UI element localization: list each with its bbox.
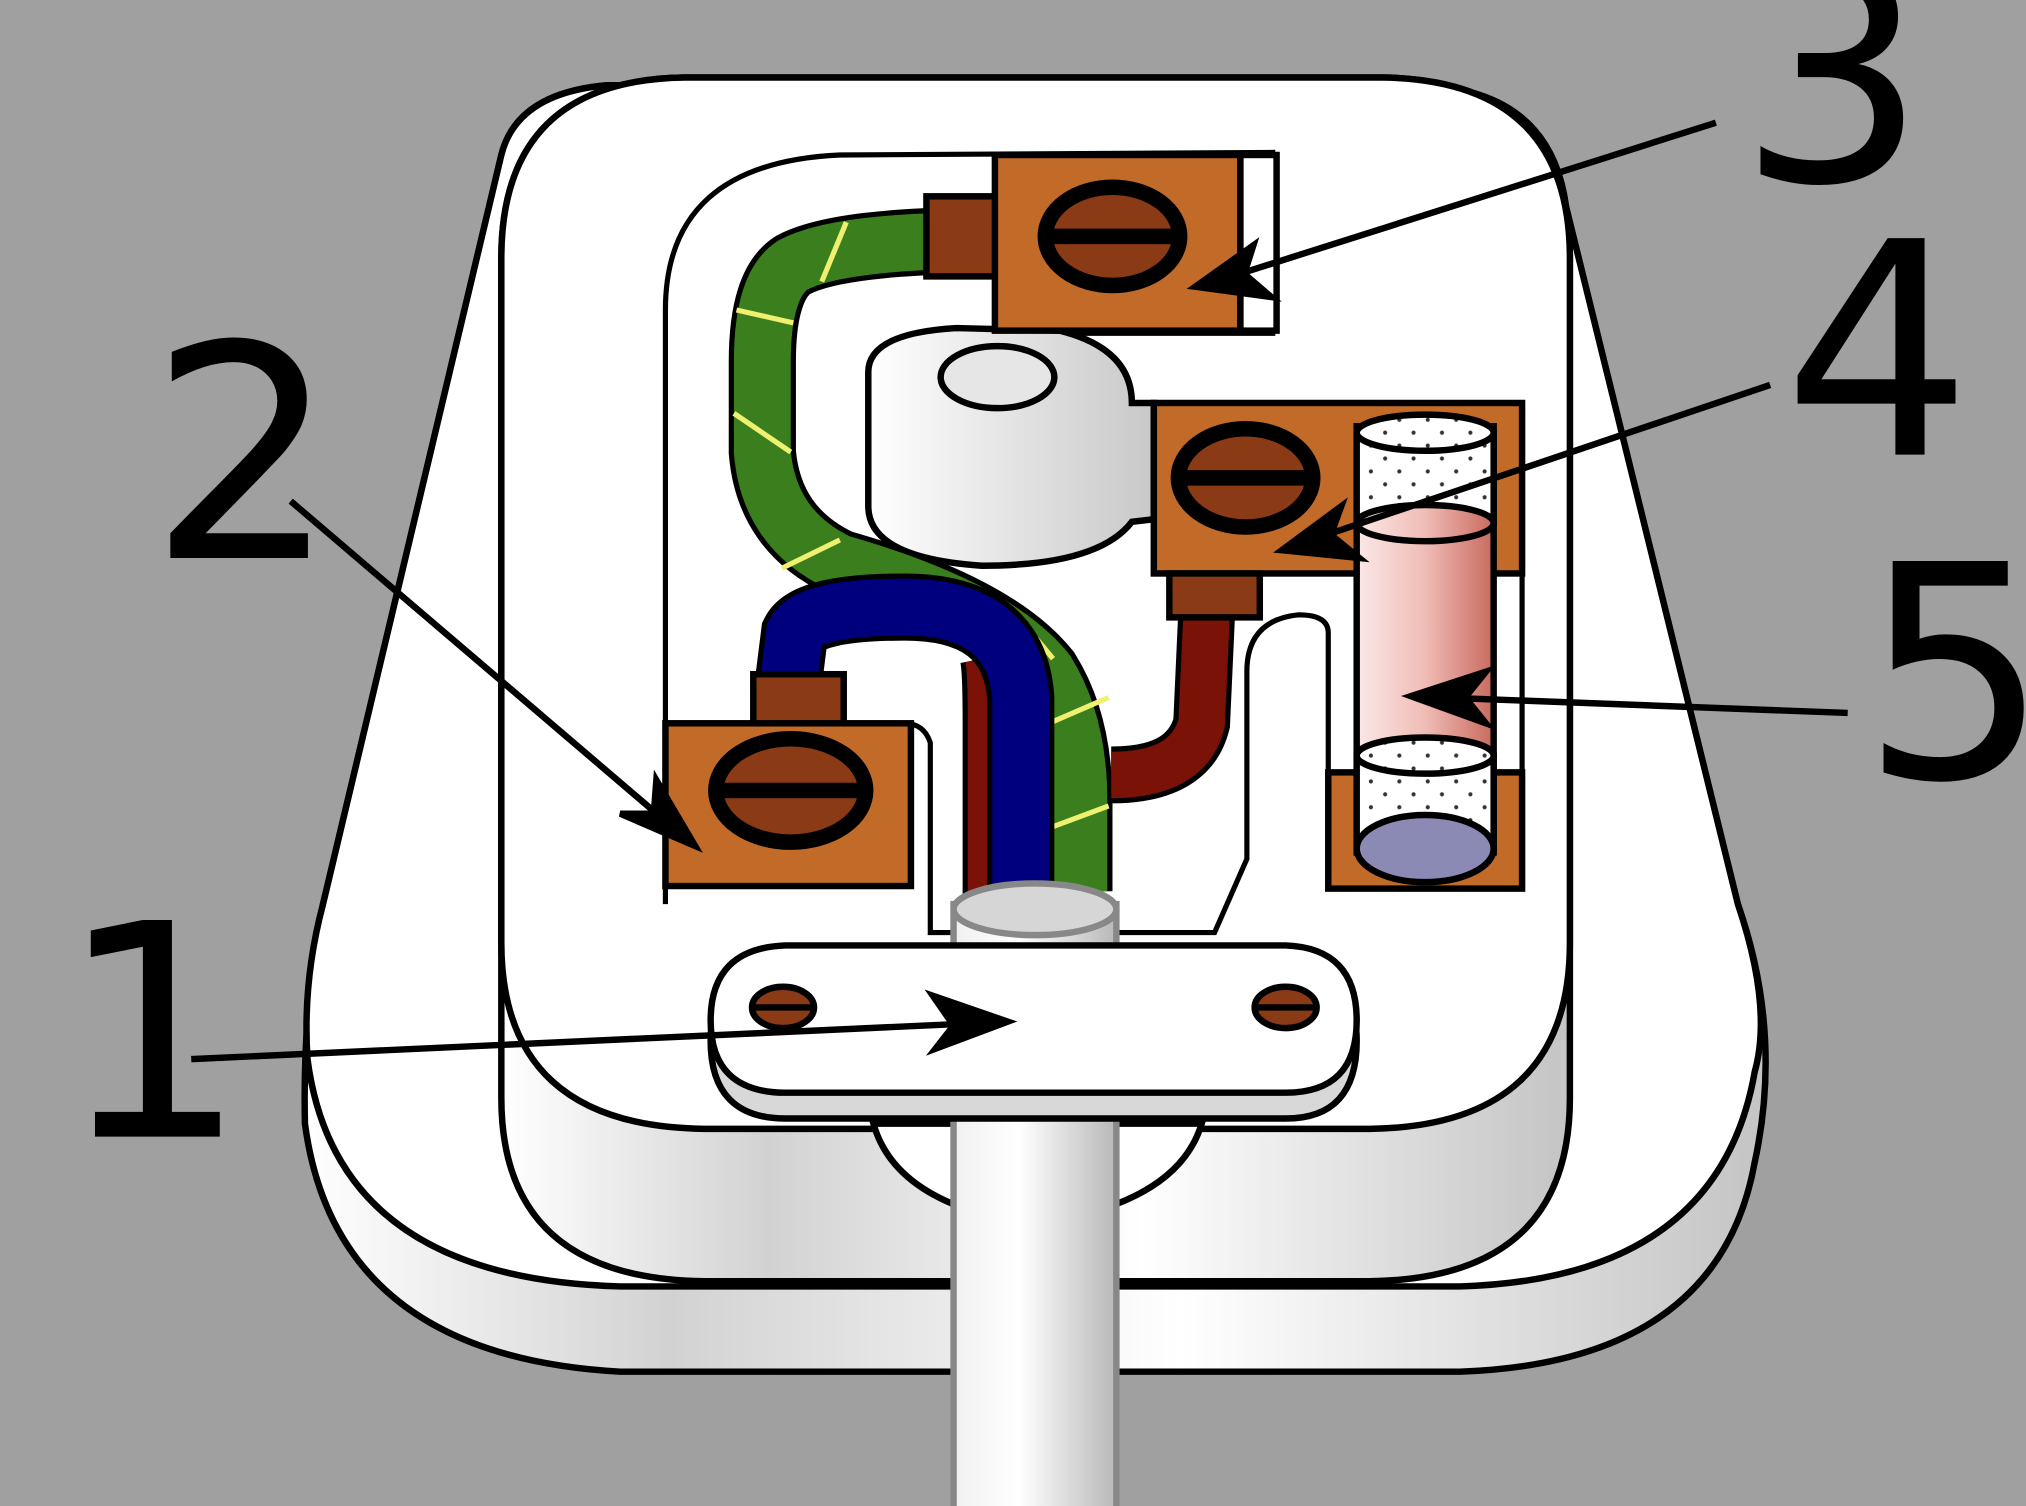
grip-screw-right-icon (1251, 983, 1320, 1032)
earth-screw-icon (1037, 179, 1188, 294)
neutral-screw-icon (708, 731, 874, 850)
earth-terminal (923, 151, 1280, 334)
neutral-wire (754, 573, 1055, 905)
neutral-terminal (662, 670, 915, 890)
callout-labels: 1 2 3 4 5 (58, 0, 2026, 1208)
label-4: 4 (1783, 180, 1972, 526)
label-1: 1 (58, 862, 247, 1208)
callout-arrows (191, 119, 1848, 1063)
arrow-2-head-icon (618, 769, 703, 853)
arrow-2 (288, 498, 674, 830)
fuse (1353, 411, 1497, 886)
cable-grip (707, 942, 1360, 1122)
pin-post (865, 324, 1158, 569)
arrow-1 (191, 1019, 983, 1063)
arrow-4 (1310, 381, 1772, 543)
arrow-3-head-icon (1186, 237, 1282, 302)
label-3: 3 (1738, 0, 1927, 252)
arrow-3 (1226, 119, 1717, 281)
arrow-1-head-icon (924, 989, 1018, 1056)
live-screw-icon (1170, 421, 1321, 535)
grip-screw-left-icon (748, 983, 818, 1032)
label-2: 2 (149, 283, 338, 629)
arrow-5-head-icon (1401, 665, 1496, 731)
arrow-5 (1440, 694, 1848, 717)
arrow-4-head-icon (1273, 497, 1370, 563)
label-5: 5 (1861, 503, 2026, 849)
